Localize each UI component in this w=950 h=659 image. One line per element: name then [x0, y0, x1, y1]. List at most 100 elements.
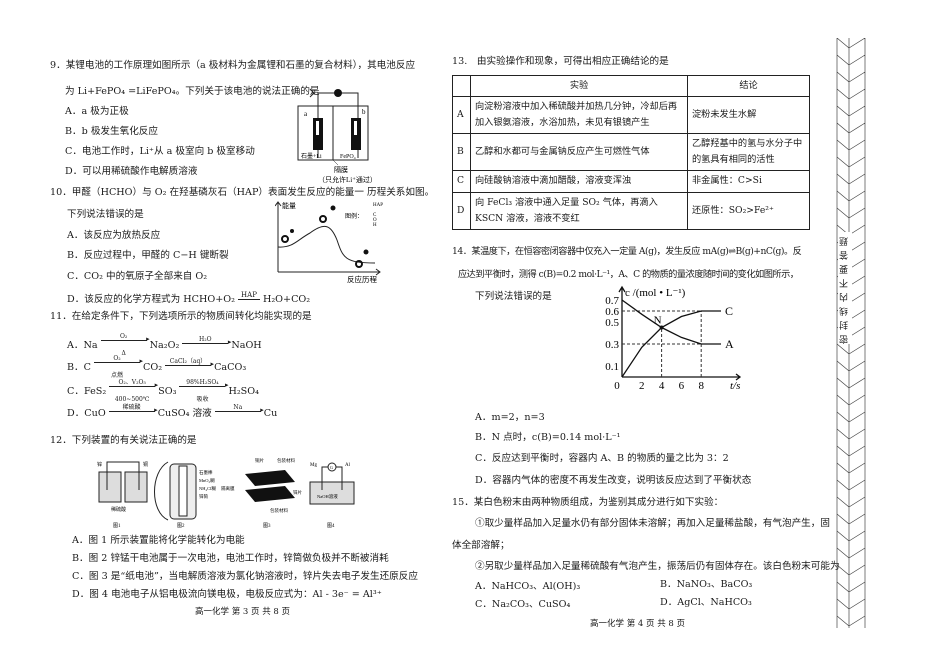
q9-option-b: B．b 极发生氧化反应 — [65, 126, 158, 137]
q10-d-suffix: H₂O+CO₂ — [262, 294, 311, 305]
q9-stem-2: 为 Li+FePO₄ =LiFePO₄。下列关于该电池的说法正确的是 — [65, 86, 320, 97]
y-label: 能量 — [282, 201, 296, 210]
q12-option-d: D．图 4 电池电子从铝电极流向镁电极，电极反应式为：Al - 3e⁻ = Al… — [72, 589, 382, 600]
point-n-label: N — [654, 315, 662, 327]
x-tick-label: 8 — [698, 380, 704, 392]
arrow-icon: ​▸ — [108, 407, 158, 422]
q10-d-prefix: D．该反应的化学方程式为 HCHO+O₂ — [67, 294, 235, 305]
q12-option-b: B．图 2 锌锰干电池属于一次电池，电池工作时，锌筒做负极并不断被消耗 — [72, 553, 389, 564]
q12-option-a: A．图 1 所示装置能将化学能转化为电能 — [72, 535, 245, 546]
q9-option-d: D．可以用稀硫酸作电解质溶液 — [65, 166, 198, 177]
q15-stem: 15．某白色粉末由两种物质组成，为鉴别其成分进行如下实验： — [452, 497, 724, 508]
battery-figure: a b 石墨+Li FePO₄ 隔膜 （只允许Li⁺通过） — [297, 88, 377, 184]
svg-text:图1: 图1 — [113, 523, 121, 529]
q15-step1-cont: 体全部溶解； — [452, 540, 510, 551]
svg-text:锌筒: 锌筒 — [199, 493, 208, 500]
svg-text:图4: 图4 — [327, 523, 335, 529]
arrow-condition-top: O₂ — [113, 355, 121, 362]
q15-option-b: B．NaNO₃、BaCO₃ — [660, 579, 753, 590]
arrow-condition-top: 98%H₂SO₄ — [186, 379, 219, 386]
arrow-icon: ​▸ — [165, 361, 214, 376]
arrow-condition-top: 稀硫酸 — [122, 404, 141, 411]
q13-stem: 13. 由实验操作和现象，可得出相应正确结论的是 — [452, 56, 669, 67]
legend-title: 图例： — [345, 212, 363, 220]
q9-stem: 9．某锂电池的工作原理如图所示（a 极材料为金属锂和石墨的复合材料），其电池反应 — [50, 60, 416, 71]
svg-text:图3: 图3 — [263, 523, 271, 529]
svg-text:隔离膜: 隔离膜 — [221, 485, 235, 492]
svg-text:HAP: HAP — [373, 203, 383, 208]
arrow-condition-top: O₂ — [119, 333, 128, 340]
chevron-border — [836, 38, 866, 628]
svg-text:包装材料: 包装材料 — [277, 457, 295, 464]
q14-option-c: C．反应达到平衡时，容器内 A、B 的物质的量之比为 3：2 — [475, 453, 729, 464]
q14-stem-2: 应达到平衡时，测得 c(B)=0.2 mol·L⁻¹，A、C 的物质的量浓度随时… — [458, 269, 799, 280]
arrow-condition-top: CaCl₂（aq） — [169, 358, 207, 365]
arrow-icon: ​▸ — [94, 358, 143, 373]
y-tick-label: 0.1 — [605, 361, 619, 373]
x-tick-label: 6 — [679, 380, 685, 392]
arrow-icon: ​▸ — [109, 382, 158, 397]
q11-stem: 11．在给定条件下，下列选项所示的物质间转化均能实现的是 — [50, 311, 312, 322]
page-footer-right: 高一化学 第 4 页 共 8 页 — [590, 619, 686, 629]
q11-option-c: C．FeS₂O₂、V₂O₅​▸400~500℃SO₃98%H₂SO₄​▸吸收H₂… — [67, 379, 259, 403]
x-tick-label: 2 — [639, 380, 645, 392]
membrane-note: （只允许Li⁺通过） — [318, 175, 377, 184]
series-C-line — [621, 310, 721, 378]
fig3: 铜片包装材料 隔离膜锌片 包装材料 图3 — [221, 457, 302, 529]
svg-text:稀硫酸: 稀硫酸 — [111, 506, 126, 513]
svg-text:H: H — [373, 223, 377, 228]
axes — [618, 285, 742, 381]
svg-text:NaOH溶液: NaOH溶液 — [317, 493, 338, 500]
arrow-condition-bottom: 吸收 — [196, 395, 209, 403]
q12-stem: 12．下列装置的有关说法正确的是 — [50, 435, 197, 446]
y-tick-label: 0.5 — [605, 317, 619, 329]
svg-text:MnO₂糊: MnO₂糊 — [199, 477, 215, 484]
arrow-condition-top: H₂O — [199, 336, 212, 343]
q10-option-d: D．该反应的化学方程式为 HCHO+O₂ HAP H₂O+CO₂ — [67, 292, 310, 305]
q9-option-c: C．电池工作时，Li⁺从 a 极室向 b 极室移动 — [65, 146, 255, 157]
header-conclusion: 结论 — [687, 74, 810, 98]
svg-text:锌片: 锌片 — [293, 489, 302, 496]
svg-text:图2: 图2 — [177, 523, 185, 529]
q9-option-a: A．a 极为正极 — [65, 106, 129, 117]
membrane: 隔膜 — [334, 165, 348, 174]
series-label: A — [725, 337, 734, 351]
svg-text:铜片: 铜片 — [255, 457, 264, 464]
binding-margin — [836, 38, 866, 628]
svg-text:石墨棒: 石墨棒 — [199, 469, 213, 476]
y-tick-label: 0.6 — [605, 306, 619, 318]
y-tick-label: 0.3 — [605, 339, 619, 351]
arrow-condition-bottom: Δ — [121, 349, 126, 357]
arrow-condition-bottom: 400~500℃ — [114, 395, 150, 403]
header-experiment: 实验 — [470, 74, 688, 98]
series-A-line — [621, 299, 721, 345]
svg-text:G: G — [330, 465, 333, 470]
arrow-icon: ​▸ — [214, 407, 264, 422]
svg-text:C: C — [373, 213, 377, 218]
q14-stem-3: 下列说法错误的是 — [475, 291, 552, 302]
svg-text:O: O — [373, 218, 377, 223]
binding-margin-text: 密封线内不要答题 — [838, 232, 852, 344]
y-tick-label: 0.7 — [605, 295, 619, 307]
q15-option-a: A．NaHCO₃、Al(OH)₃ — [475, 581, 581, 592]
series-label: C — [725, 304, 733, 318]
svg-text:NH₄Cl糊: NH₄Cl糊 — [199, 485, 216, 492]
q14-option-a: A．m=2，n=3 — [475, 412, 545, 423]
svg-text:Al: Al — [345, 463, 351, 468]
x-label: 反应历程 — [347, 274, 377, 284]
label-b: b — [362, 108, 366, 116]
q14-option-b: B．N 点时，c(B)=0.14 mol·L⁻¹ — [475, 432, 621, 443]
svg-text:Mg: Mg — [310, 463, 317, 468]
svg-text:包装材料: 包装材料 — [270, 507, 288, 514]
q10-option-a: A．该反应为放热反应 — [67, 230, 161, 241]
q15-option-d: D．AgCl、NaHCO₃ — [660, 597, 752, 608]
svg-text:锌: 锌 — [97, 461, 102, 468]
